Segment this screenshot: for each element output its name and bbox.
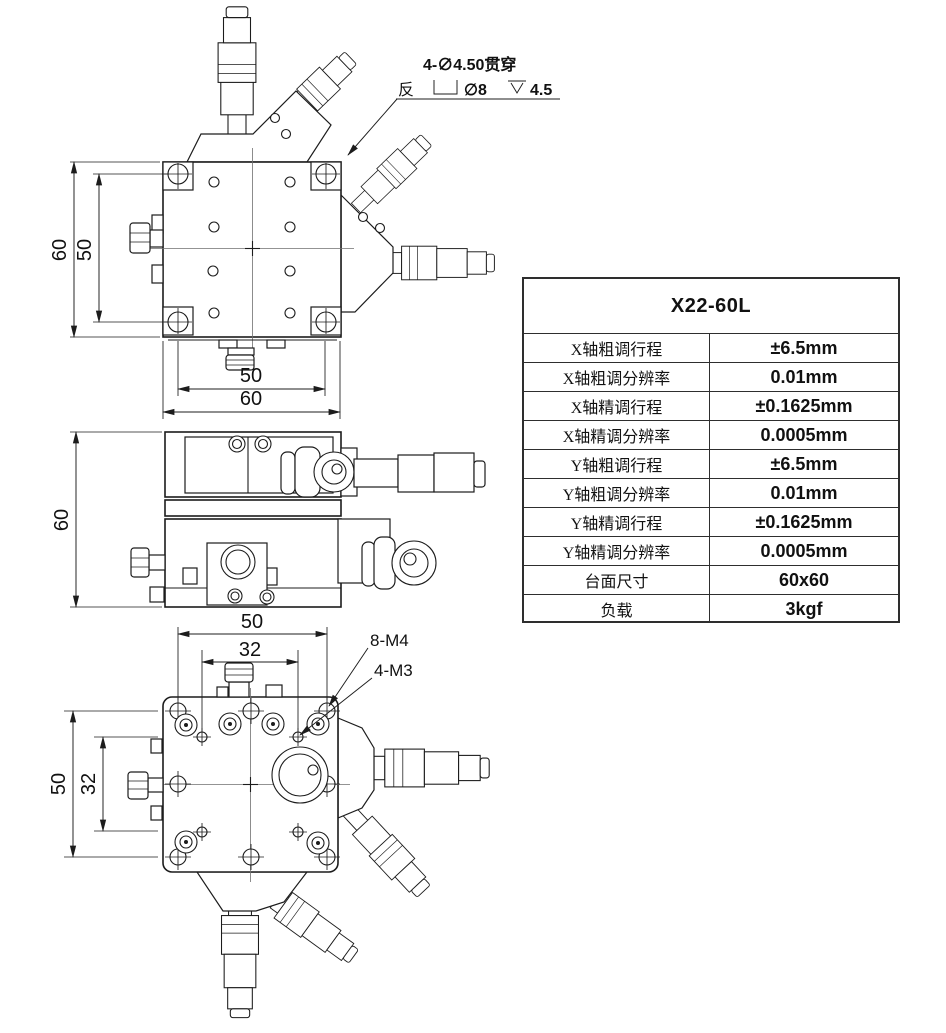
dimension-top-bottom-60: 60 bbox=[162, 341, 341, 419]
dim-label: 60 bbox=[51, 509, 73, 531]
side-view: 60 bbox=[51, 431, 486, 608]
table-row: Y轴精调行程 ±0.1625mm bbox=[524, 507, 898, 536]
spec-label: X轴精调行程 bbox=[524, 392, 710, 420]
spec-value: 3kgf bbox=[785, 598, 823, 619]
right-bracket bbox=[340, 193, 394, 313]
spec-table-title: X22-60L bbox=[670, 294, 752, 317]
spec-label: Y轴精调分辨率 bbox=[524, 537, 710, 565]
bottom-clamp-knob bbox=[168, 339, 337, 371]
dimension-top-bottom-50: 50 bbox=[177, 341, 326, 396]
spec-value: 0.01mm bbox=[770, 366, 838, 387]
spec-value: 0.01mm bbox=[770, 482, 838, 503]
micrometer-right-diagonal bbox=[345, 129, 437, 219]
spec-label: 台面尺寸 bbox=[524, 566, 710, 594]
dim-label: 50 bbox=[48, 773, 70, 795]
side-left-clamp-knob bbox=[130, 547, 166, 603]
table-row: 台面尺寸 60x60 bbox=[524, 565, 898, 594]
micrometer-top-y-axis bbox=[217, 6, 257, 141]
bottom-right-bracket bbox=[337, 717, 375, 819]
spec-label: X轴粗调行程 bbox=[524, 334, 710, 362]
platform-holes bbox=[207, 176, 296, 319]
counterbore-note-dia: ∅8 bbox=[464, 82, 487, 99]
dimension-top-left-50: 50 bbox=[74, 173, 168, 323]
dimension-bottom-top-50: 50 bbox=[177, 611, 328, 700]
dimension-bottom-left-50: 50 bbox=[48, 710, 158, 858]
counterbore-note-line1: 4-∅4.50贯穿 bbox=[423, 55, 516, 74]
bottom-top-clamp-knob bbox=[216, 662, 283, 698]
spec-table: X22-60L X轴粗调行程 ±6.5mm X轴粗调分辨率 0.01mm X轴精调行… bbox=[522, 277, 900, 623]
thread-note-m4-label: 8-M4 bbox=[370, 631, 409, 650]
table-row: X轴粗调分辨率 0.01mm bbox=[524, 362, 898, 391]
dimension-side-left-60: 60 bbox=[51, 431, 162, 608]
left-clamp-knob bbox=[129, 214, 164, 284]
dim-label: 50 bbox=[241, 611, 263, 633]
table-row: Y轴精调分辨率 0.0005mm bbox=[524, 536, 898, 565]
table-row: 负载 3kgf bbox=[524, 594, 898, 623]
table-row: X轴精调行程 ±0.1625mm bbox=[524, 391, 898, 420]
thread-note-m4: 8-M4 bbox=[328, 631, 409, 707]
thread-note-m3: 4-M3 bbox=[299, 661, 413, 736]
counterbore-note: 4-∅4.50贯穿 反 ∅8 4.5 bbox=[347, 55, 560, 156]
corner-counterbore-holes bbox=[164, 163, 340, 334]
bottom-view: 50 32 50 32 8-M4 4-M3 bbox=[48, 611, 490, 1019]
micrometer-bottom-diagonal-2 bbox=[336, 798, 436, 903]
spec-label: Y轴粗调分辨率 bbox=[524, 479, 710, 507]
dim-label: 50 bbox=[240, 365, 262, 387]
counterbore-note-depth: 4.5 bbox=[530, 82, 552, 99]
m3-holes bbox=[193, 728, 307, 841]
spec-value: 0.0005mm bbox=[760, 540, 848, 561]
dim-label: 60 bbox=[240, 388, 262, 410]
thread-note-m3-label: 4-M3 bbox=[374, 661, 413, 680]
table-row: Y轴粗调分辨率 0.01mm bbox=[524, 478, 898, 507]
micrometer-bottom-y-axis bbox=[220, 904, 260, 1019]
counterbore-screw-holes bbox=[174, 712, 330, 855]
table-row: X轴精调分辨率 0.0005mm bbox=[524, 420, 898, 449]
dim-label: 60 bbox=[49, 239, 71, 261]
spec-label: Y轴粗调行程 bbox=[524, 450, 710, 478]
spec-label: Y轴精调行程 bbox=[524, 508, 710, 536]
dimension-bottom-left-32: 32 bbox=[78, 736, 158, 832]
micrometer-bottom-x-axis bbox=[373, 748, 490, 788]
spec-label: X轴精调分辨率 bbox=[524, 421, 710, 449]
depth-symbol-icon bbox=[508, 80, 526, 94]
spec-value: ±6.5mm bbox=[770, 453, 838, 474]
side-micrometer-diagonal bbox=[337, 518, 437, 590]
dim-label: 32 bbox=[78, 773, 100, 795]
side-view-mid-plate bbox=[164, 499, 342, 517]
spec-label: 负载 bbox=[524, 595, 710, 623]
spec-label: X轴粗调分辨率 bbox=[524, 363, 710, 391]
top-view: 60 50 50 60 4-∅4.50贯穿 反 ∅8 4.5 bbox=[49, 6, 560, 419]
bottom-left-clamp-knob bbox=[127, 738, 164, 821]
counterbore-note-prefix: 反 bbox=[398, 81, 414, 99]
side-micrometer-x-axis bbox=[280, 446, 486, 498]
table-row: Y轴粗调行程 ±6.5mm bbox=[524, 449, 898, 478]
dim-label: 50 bbox=[74, 239, 96, 261]
dimension-bottom-top-32: 32 bbox=[201, 639, 299, 732]
spec-value: ±0.1625mm bbox=[755, 511, 853, 532]
spec-value: ±6.5mm bbox=[770, 337, 838, 358]
dimension-top-left-60: 60 bbox=[49, 161, 160, 338]
spec-value: 60x60 bbox=[778, 569, 830, 590]
table-row: X轴粗调行程 ±6.5mm bbox=[524, 333, 898, 362]
micrometer-right-x-axis bbox=[391, 245, 495, 281]
spec-value: 0.0005mm bbox=[760, 424, 848, 445]
access-bore bbox=[271, 746, 329, 804]
counterbore-symbol-icon bbox=[433, 80, 458, 95]
dim-label: 32 bbox=[239, 639, 261, 661]
spec-value: ±0.1625mm bbox=[755, 395, 853, 416]
